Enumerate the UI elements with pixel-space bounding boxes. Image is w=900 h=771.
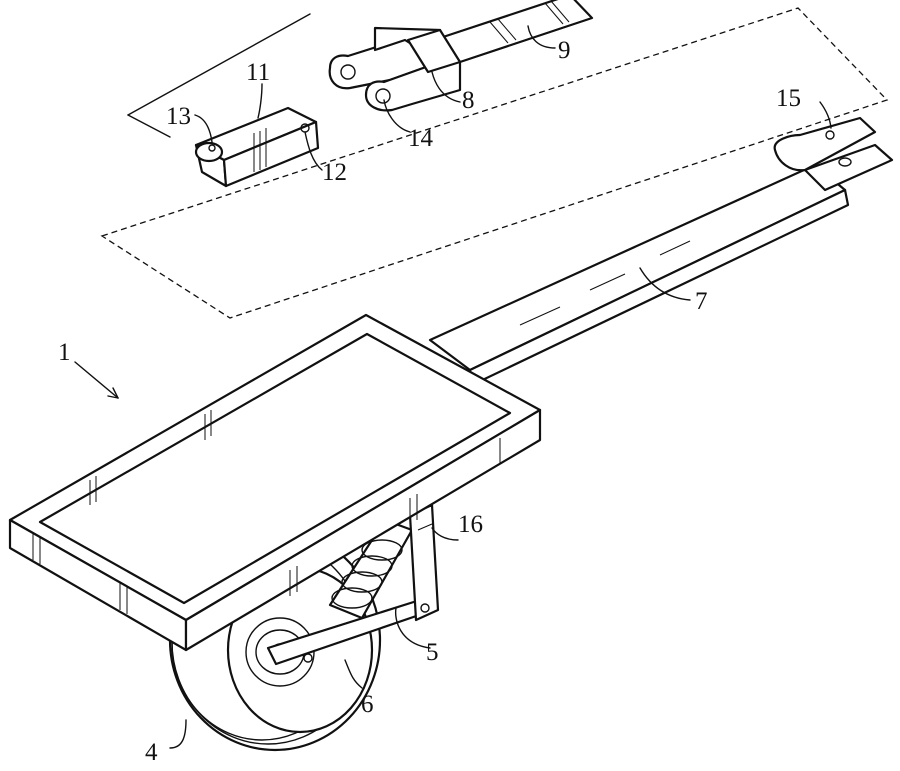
label-12: 12 [322,159,347,186]
label-11: 11 [246,59,270,86]
label-15: 15 [776,85,801,112]
label-16: 16 [458,511,483,538]
trailer-tongue [430,165,848,385]
label-13: 13 [166,103,191,130]
label-1: 1 [58,339,71,366]
label-9: 9 [558,37,571,64]
mount-bracket [410,505,438,620]
label-7: 7 [695,288,708,315]
label-8: 8 [462,87,475,114]
label-4: 4 [145,739,158,766]
label-5: 5 [426,639,439,666]
link-block [196,108,318,186]
clevis-bracket [330,28,460,110]
label-14: 14 [408,125,434,152]
label-6: 6 [361,691,374,718]
